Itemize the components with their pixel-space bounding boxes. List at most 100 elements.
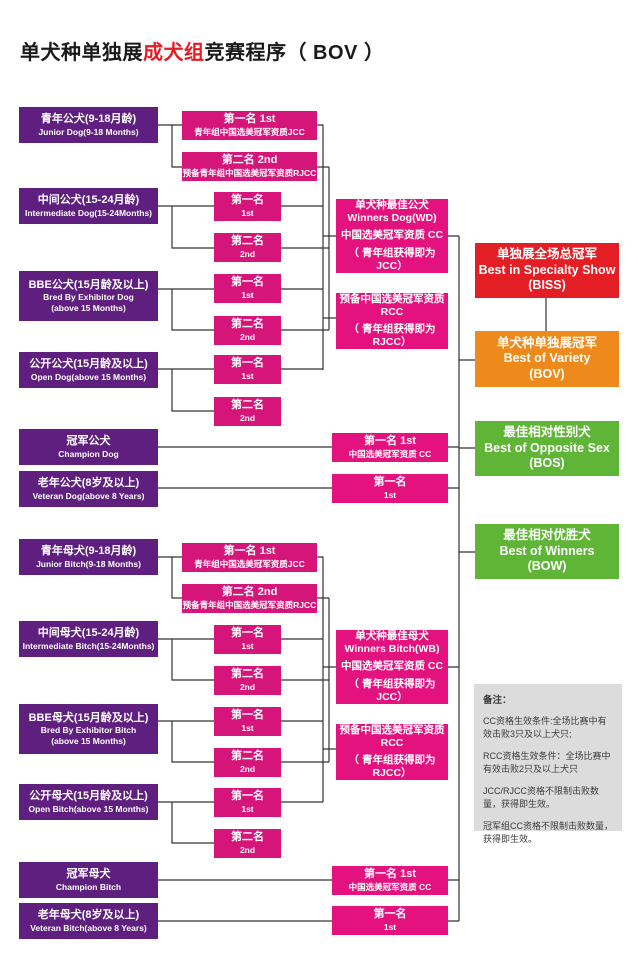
class-en: Junior Dog(9-18 Months) bbox=[38, 126, 139, 137]
junior-bitch-second: 第二名 2nd 预备青年组中国选美冠军资质RJCC bbox=[182, 584, 317, 613]
placement-label: 第一名 bbox=[231, 790, 264, 803]
champion-dog-result: 第一名 1st 中国选美冠军资质 CC bbox=[332, 433, 448, 462]
note-item: JCC/RJCC资格不限制击败数量，获得即生效。 bbox=[483, 786, 599, 810]
bbe-dog-second: 第二名 2nd bbox=[214, 316, 281, 345]
class-en: Champion Bitch bbox=[55, 881, 122, 892]
class-junior-bitch: 青年母犬(9-18月龄) Junior Bitch(9-18 Months) bbox=[19, 539, 158, 575]
intermediate-dog-first: 第一名 1st bbox=[214, 192, 281, 221]
intermediate-bitch-second: 第二名 2nd bbox=[214, 666, 281, 695]
open-bitch-first: 第一名 1st bbox=[214, 788, 281, 817]
note-item: 冠军组CC资格不限制击败数量，获得即生效。 bbox=[483, 821, 613, 845]
class-en: Veteran Dog(above 8 Years) bbox=[32, 490, 145, 501]
placement-label: 第一名 1st bbox=[223, 113, 276, 126]
result-sub: 中国选美冠军资质 CC bbox=[348, 449, 432, 460]
winners-note: （ 青年组获得即为 JCC） bbox=[348, 246, 436, 272]
award-title: 单独展全场总冠军 bbox=[496, 247, 597, 262]
placement-label: 第二名 bbox=[231, 668, 264, 681]
connector bbox=[281, 556, 336, 803]
award-title: 最佳相对性别犬 bbox=[503, 425, 591, 440]
class-open-bitch: 公开母犬(15月龄及以上) Open Bitch(above 15 Months… bbox=[19, 784, 158, 820]
connector bbox=[158, 638, 214, 681]
champion-bitch-result: 第一名 1st 中国选美冠军资质 CC bbox=[332, 866, 448, 895]
connector bbox=[459, 298, 547, 553]
connector bbox=[158, 124, 182, 168]
award-abbr: (BOS) bbox=[529, 456, 565, 471]
placement-sub: 1st bbox=[241, 371, 254, 382]
placement-sub: 预备青年组中国选美冠军资质RJCC bbox=[182, 168, 317, 179]
result-label: 第一名 1st bbox=[364, 868, 416, 881]
class-en-2: (above 15 Months) bbox=[51, 302, 126, 313]
placement-label: 第一名 bbox=[231, 357, 264, 370]
class-cn: 青年公犬(9-18月龄) bbox=[40, 112, 137, 125]
placement-sub: 青年组中国选美冠军资质JCC bbox=[194, 127, 305, 138]
rcc-note: （ 青年组获得即为RJCC） bbox=[348, 323, 436, 349]
winners-dog-box: 单犬种最佳公犬 Winners Dog(WD) 中国选美冠军资质 CC （ 青年… bbox=[336, 199, 448, 273]
notes-panel: 备注： CC资格生效条件:全场比赛中有效击败3只及以上犬只; RCC资格生效条件… bbox=[474, 684, 622, 844]
bbe-dog-first: 第一名 1st bbox=[214, 274, 281, 303]
award-title: 单犬种单独展冠军 bbox=[496, 335, 597, 350]
note-item: RCC资格生效条件：全场比赛中有效击败2只及以上犬只 bbox=[483, 751, 611, 775]
placement-sub: 2nd bbox=[239, 249, 256, 260]
class-cn: BBE公犬(15月龄及以上) bbox=[28, 278, 149, 291]
class-junior-dog: 青年公犬(9-18月龄) Junior Dog(9-18 Months) bbox=[19, 107, 158, 143]
class-cn: 中间母犬(15-24月龄) bbox=[37, 626, 140, 639]
winners-cc: 中国选美冠军资质 CC bbox=[340, 229, 444, 242]
class-cn: 冠军母犬 bbox=[66, 867, 111, 880]
class-bbe-dog: BBE公犬(15月龄及以上) Bred By Exhibitor Dog (ab… bbox=[19, 271, 158, 321]
class-en: Junior Bitch(9-18 Months) bbox=[36, 558, 141, 569]
connector bbox=[281, 166, 330, 331]
class-en: Champion Dog bbox=[58, 448, 119, 459]
result-label: 第一名 1st bbox=[364, 435, 416, 448]
result-label: 第一名 bbox=[373, 476, 407, 489]
placement-label: 第二名 bbox=[231, 750, 264, 763]
connector bbox=[448, 235, 460, 922]
placement-sub: 1st bbox=[241, 208, 254, 219]
veteran-dog-result: 第一名 1st bbox=[332, 474, 448, 503]
class-cn: 公开公犬(15月龄及以上) bbox=[29, 357, 148, 370]
award-en: Best in Specialty Show bbox=[478, 262, 616, 277]
class-en: Open Bitch(above 15 Months) bbox=[28, 803, 149, 814]
connector bbox=[158, 879, 332, 922]
placement-label: 第一名 bbox=[231, 194, 264, 207]
connector bbox=[158, 720, 214, 763]
connector bbox=[158, 801, 214, 844]
connector bbox=[158, 446, 332, 489]
placement-sub: 1st bbox=[241, 290, 254, 301]
placement-label: 第二名 2nd bbox=[221, 154, 278, 167]
award-bow: 最佳相对优胜犬 Best of Winners (BOW) bbox=[475, 524, 619, 579]
note-item: CC资格生效条件:全场比赛中有效击败3只及以上犬只; bbox=[483, 716, 607, 740]
connector bbox=[158, 368, 214, 412]
placement-label: 第一名 bbox=[231, 709, 264, 722]
junior-dog-first: 第一名 1st 青年组中国选美冠军资质JCC bbox=[182, 111, 317, 140]
placement-sub: 青年组中国选美冠军资质JCC bbox=[194, 559, 305, 570]
class-cn: 中间公犬(15-24月龄) bbox=[37, 193, 140, 206]
winners-title: 单犬种最佳公犬 bbox=[355, 199, 429, 212]
result-sub: 1st bbox=[383, 922, 397, 933]
placement-sub: 1st bbox=[241, 804, 254, 815]
class-intermediate-bitch: 中间母犬(15-24月龄) Intermediate Bitch(15-24Mo… bbox=[19, 621, 158, 657]
class-cn: 冠军公犬 bbox=[66, 434, 111, 447]
award-abbr: (BOV) bbox=[529, 366, 565, 381]
open-bitch-second: 第二名 2nd bbox=[214, 829, 281, 858]
award-bov: 单犬种单独展冠军 Best of Variety (BOV) bbox=[475, 331, 619, 387]
connector bbox=[158, 556, 182, 599]
connector bbox=[281, 124, 336, 370]
bbe-bitch-first: 第一名 1st bbox=[214, 707, 281, 736]
result-sub: 中国选美冠军资质 CC bbox=[348, 882, 432, 893]
page-title: 单犬种单独展成犬组竞赛程序（ BOV ） bbox=[20, 36, 384, 65]
class-en: Bred By Exhibitor Bitch bbox=[40, 725, 137, 736]
bbe-bitch-second: 第二名 2nd bbox=[214, 748, 281, 777]
class-intermediate-dog: 中间公犬(15-24月龄) Intermediate Dog(15-24Mont… bbox=[19, 188, 158, 224]
award-abbr: (BISS) bbox=[528, 278, 566, 293]
class-open-dog: 公开公犬(15月龄及以上) Open Dog(above 15 Months) bbox=[19, 352, 158, 388]
class-cn: 青年母犬(9-18月龄) bbox=[40, 544, 137, 557]
class-cn: 老年公犬(8岁及以上) bbox=[37, 476, 140, 489]
placement-sub: 1st bbox=[241, 723, 254, 734]
class-en: Intermediate Dog(15-24Months) bbox=[24, 207, 153, 218]
winners-en: Winners Dog(WD) bbox=[347, 212, 437, 225]
notes-heading: 备注： bbox=[483, 695, 512, 706]
class-cn: 公开母犬(15月龄及以上) bbox=[29, 789, 148, 802]
class-champion-bitch: 冠军母犬 Champion Bitch bbox=[19, 862, 158, 898]
placement-label: 第二名 bbox=[231, 318, 264, 331]
